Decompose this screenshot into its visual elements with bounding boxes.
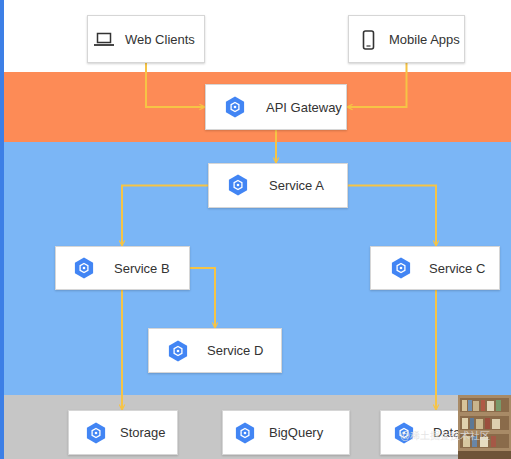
node-label: Service B	[114, 261, 170, 276]
node-label: Service A	[269, 178, 324, 193]
node-label: BigQuery	[269, 425, 323, 440]
bigquery-icon	[236, 423, 254, 444]
service-icon	[229, 175, 247, 196]
gateway-icon	[226, 97, 244, 118]
gateway-box: API Gateway	[205, 84, 347, 130]
service-box: Service C	[370, 246, 500, 290]
webcam-thumbnail	[458, 395, 511, 459]
connector	[275, 130, 277, 163]
connector	[190, 268, 215, 328]
connector	[122, 186, 208, 247]
service-icon	[392, 258, 410, 279]
client-box: Mobile Apps	[348, 15, 465, 63]
node-label: Web Clients	[125, 32, 195, 47]
watermark: @稀土掘金技术社区	[400, 429, 490, 443]
client-box: Web Clients	[87, 15, 205, 63]
storage-icon	[87, 423, 105, 444]
node-label: Service C	[429, 261, 485, 276]
laptop-icon	[94, 34, 114, 46]
service-box: Service D	[148, 328, 282, 373]
service-box: Service B	[55, 246, 190, 290]
service-icon	[75, 258, 93, 279]
service-icon	[169, 341, 187, 362]
connector	[121, 290, 123, 410]
storage-box: Storage	[68, 410, 178, 455]
node-label: Service D	[207, 343, 263, 358]
connector	[146, 63, 205, 107]
phone-icon	[364, 31, 374, 49]
storage-box: BigQuery	[222, 410, 350, 455]
service-box: Service A	[208, 163, 348, 208]
connector	[435, 290, 437, 410]
connector	[348, 186, 436, 247]
edge-strip	[0, 0, 4, 459]
node-label: Storage	[120, 425, 166, 440]
connector	[347, 63, 407, 107]
node-label: Mobile Apps	[389, 32, 460, 47]
node-label: API Gateway	[266, 100, 342, 115]
